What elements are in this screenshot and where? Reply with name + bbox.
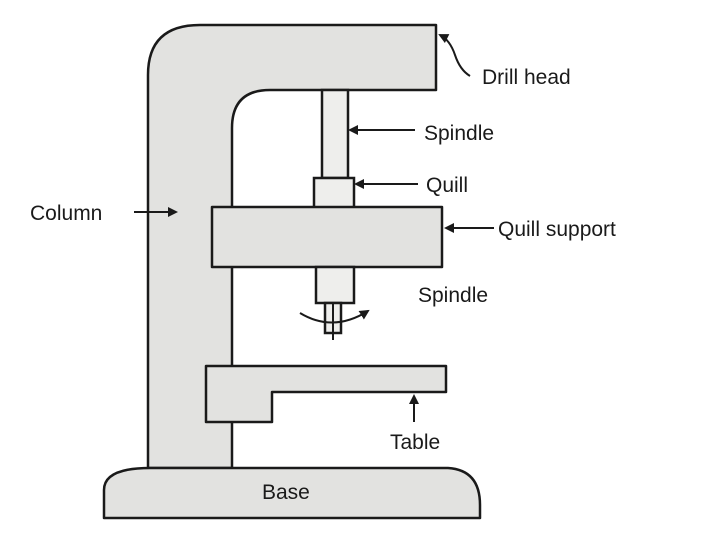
label-quill: Quill <box>426 174 468 197</box>
label-table: Table <box>390 431 440 454</box>
label-quill-support: Quill support <box>498 218 616 241</box>
spindle-upper <box>320 88 350 180</box>
label-spindle-top: Spindle <box>424 122 494 145</box>
label-spindle-bottom: Spindle <box>418 284 488 307</box>
quill <box>312 176 356 210</box>
base <box>102 466 482 520</box>
rotation-arc <box>299 309 370 324</box>
label-drill-head: Drill head <box>482 66 571 89</box>
label-base: Base <box>262 481 310 504</box>
label-column: Column <box>30 202 102 225</box>
spindle-lower <box>314 265 356 305</box>
quill-support <box>210 205 444 269</box>
table <box>204 364 448 424</box>
column-and-drill-head <box>146 23 438 470</box>
drill-head-leader <box>438 34 471 77</box>
